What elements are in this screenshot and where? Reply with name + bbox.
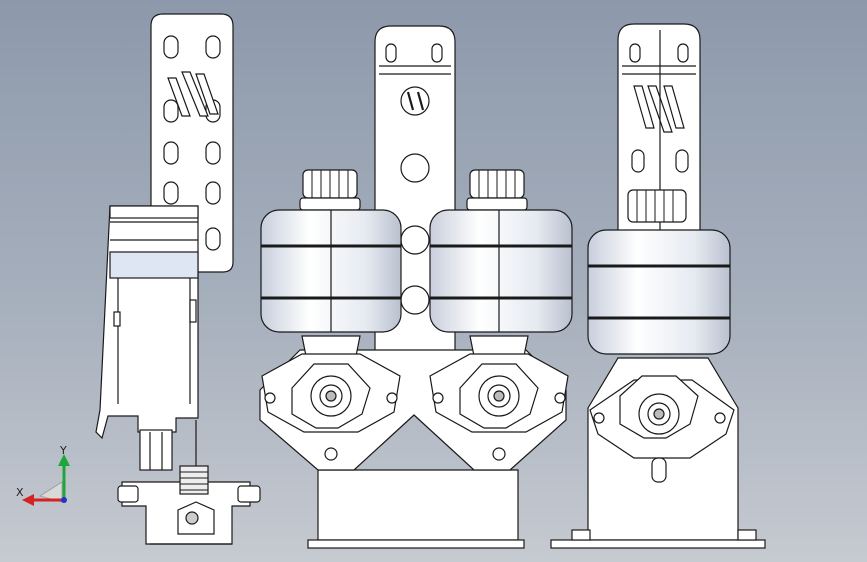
- axis-triad[interactable]: Y X: [16, 444, 70, 506]
- triad-z-axis: [61, 497, 67, 503]
- front-view-pedal-pair[interactable]: [259, 25, 573, 549]
- triad-y-arrow: [58, 454, 70, 466]
- spring: [179, 465, 209, 495]
- cylinder-right: [429, 169, 573, 461]
- front-view-pedal-single[interactable]: [550, 23, 766, 549]
- side-view-pedal[interactable]: [95, 13, 261, 545]
- pedal-slots: [163, 35, 221, 251]
- triad-x-arrow: [22, 494, 34, 506]
- push-rod: [139, 429, 173, 471]
- triad-y-label: Y: [59, 444, 67, 457]
- cylinder-housing: [95, 205, 199, 440]
- pedal-logo: [167, 71, 219, 117]
- triad-x-label: X: [16, 486, 24, 499]
- right-pedal-plate: [617, 23, 701, 241]
- cylinder-left: [260, 169, 402, 461]
- base-bracket-pair: [317, 469, 519, 541]
